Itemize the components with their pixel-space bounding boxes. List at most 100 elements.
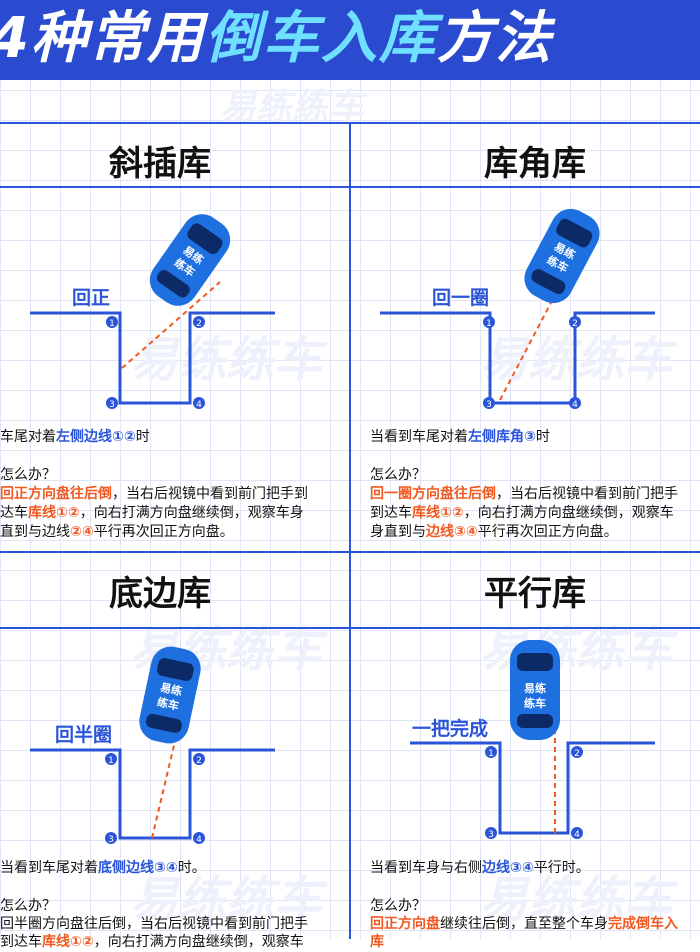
marker-number: 4 bbox=[196, 835, 202, 845]
car-label: 易练 bbox=[159, 680, 183, 698]
car-icon: 易练 练车 bbox=[510, 640, 560, 740]
row-divider bbox=[0, 551, 700, 553]
steering-label: 回一圈 bbox=[432, 287, 490, 309]
marker-number: 2 bbox=[572, 319, 578, 329]
marker-number: 3 bbox=[486, 400, 492, 410]
instruction-step: 到达车库线①②，向右打满方向盘继续倒，观察车 bbox=[0, 933, 304, 952]
highlight-blue: 底侧边线③④ bbox=[98, 860, 178, 876]
marker-number: 1 bbox=[486, 319, 492, 329]
text-run: ，向右打满方向盘继续倒，观察车 bbox=[93, 934, 304, 950]
parking-outline bbox=[30, 748, 275, 840]
instruction-step: 达车库线①②，向右打满方向盘继续倒，观察车身 bbox=[0, 504, 304, 523]
diagram-pingxing: 易练 练车 1 2 3 4 bbox=[410, 640, 655, 840]
highlight-orange: 库线①② bbox=[412, 505, 464, 521]
instruction-step: 回半圈方向盘往后倒，当右后视镜中看到前门把手 bbox=[0, 916, 308, 932]
marker-2 bbox=[193, 753, 205, 765]
text-run: 达车 bbox=[0, 505, 28, 521]
marker-number: 3 bbox=[488, 830, 494, 840]
car-icon: 易练 练车 bbox=[139, 646, 201, 744]
steering-label: 回正 bbox=[72, 287, 111, 309]
marker-number: 2 bbox=[196, 756, 202, 766]
diagram-xiecha: 易练 练车 1 2 3 4 bbox=[30, 214, 275, 410]
section-title-kujiao: 库角库 bbox=[484, 144, 586, 184]
text-run: 当看到车身与右侧 bbox=[370, 860, 482, 876]
instruction-step: 回正方向盘往后倒，当右后视镜中看到前门把手到 bbox=[0, 485, 308, 504]
highlight-orange: 回正方向盘往后倒 bbox=[0, 486, 112, 502]
highlight-orange: 边线③④ bbox=[426, 524, 478, 540]
marker-1 bbox=[483, 316, 495, 328]
highlight-orange: 完成倒车入 bbox=[608, 916, 678, 932]
marker-4 bbox=[193, 832, 205, 844]
text-run: 直到与边线 bbox=[0, 524, 70, 540]
instruction-when: 当看到车尾对着左侧库角③时 bbox=[370, 428, 550, 447]
instruction-step: 回一圈方向盘往后倒，当右后视镜中看到前门把手 bbox=[370, 485, 678, 504]
steering-label: 一把完成 bbox=[412, 718, 489, 740]
highlight-orange: 回正方向盘 bbox=[370, 916, 440, 932]
text-run: 平行再次回正方向盘。 bbox=[477, 524, 618, 540]
marker-1 bbox=[105, 753, 117, 765]
text-run: 时 bbox=[535, 429, 550, 445]
marker-number: 4 bbox=[196, 400, 202, 410]
marker-number: 1 bbox=[488, 749, 494, 759]
marker-3 bbox=[106, 397, 118, 409]
header-banner: 4种常用倒车入库方法 bbox=[0, 0, 700, 80]
row-divider bbox=[0, 627, 700, 629]
diagram-kujiao: 易练 练车 1 2 3 4 bbox=[380, 208, 655, 410]
instruction-question: 怎么办？ bbox=[0, 898, 56, 914]
highlight-orange: 库线①② bbox=[28, 505, 80, 521]
row-divider bbox=[0, 122, 700, 124]
page-title: 4种常用倒车入库方法 bbox=[0, 6, 553, 72]
column-divider bbox=[349, 122, 351, 939]
marker-3 bbox=[485, 827, 497, 839]
section-title-xiecha: 斜插库 bbox=[109, 144, 211, 184]
marker-1 bbox=[106, 316, 118, 328]
text-run: ，向右打满方向盘继续倒，观察车 bbox=[463, 505, 674, 521]
guide-dashed-line bbox=[499, 294, 556, 401]
instruction-step: 回正方向盘继续往后倒，直至整个车身完成倒车入 bbox=[370, 915, 678, 934]
text-run: 车尾对着 bbox=[0, 429, 56, 445]
car-label: 练车 bbox=[156, 695, 180, 713]
steering-label: 回半圈 bbox=[55, 724, 113, 746]
highlight-orange: 库 bbox=[370, 934, 384, 950]
text-run: 当看到车尾对着 bbox=[0, 860, 98, 876]
highlight-blue: 边线③④ bbox=[482, 860, 534, 876]
instruction-step: 直到与边线②④平行再次回正方向盘。 bbox=[0, 523, 234, 542]
instruction-question: 怎么办？ bbox=[0, 467, 56, 483]
car-icon: 易练 练车 bbox=[149, 214, 231, 306]
watermark: 易练练车 bbox=[130, 872, 323, 928]
text-run: 平行再次回正方向盘。 bbox=[93, 524, 234, 540]
instruction-step: 库 bbox=[370, 933, 384, 952]
text-run: 到达车 bbox=[0, 934, 42, 950]
text-run: 时 bbox=[135, 429, 150, 445]
highlight-orange: 回一圈方向盘往后倒 bbox=[370, 486, 496, 502]
marker-number: 3 bbox=[109, 400, 115, 410]
instruction-when: 车尾对着左侧边线①②时 bbox=[0, 428, 150, 447]
watermark: 易练练车 bbox=[220, 87, 365, 128]
car-label: 易练 bbox=[524, 681, 546, 695]
text-run: ，当右后视镜中看到前门把手 bbox=[496, 486, 678, 502]
title-highlight: 倒车入库 bbox=[204, 6, 437, 71]
instruction-step: 到达车库线①②，向右打满方向盘继续倒，观察车 bbox=[370, 504, 674, 523]
marker-2 bbox=[193, 316, 205, 328]
marker-number: 2 bbox=[574, 749, 580, 759]
row-divider bbox=[0, 186, 700, 188]
marker-number: 1 bbox=[108, 756, 114, 766]
car-label: 练车 bbox=[524, 696, 546, 710]
guide-dashed-line bbox=[121, 281, 221, 369]
text-run: ，向右打满方向盘继续倒，观察车身 bbox=[79, 505, 304, 521]
text-run: 到达车 bbox=[370, 505, 412, 521]
car-icon: 易练 练车 bbox=[524, 208, 600, 304]
instruction-question: 怎么办？ bbox=[370, 898, 426, 914]
diagram-dibian: 易练 练车 1 2 3 4 bbox=[30, 646, 275, 845]
instruction-question: 怎么办？ bbox=[370, 467, 426, 483]
text-run: 平行时。 bbox=[533, 860, 590, 876]
instruction-when: 当看到车尾对着底侧边线③④时。 bbox=[0, 859, 206, 878]
watermark: 易练练车 bbox=[130, 332, 323, 388]
marker-4 bbox=[569, 397, 581, 409]
marker-1 bbox=[485, 746, 497, 758]
watermark: 易练练车 bbox=[480, 872, 673, 928]
instruction-when: 当看到车身与右侧边线③④平行时。 bbox=[370, 859, 590, 878]
highlight-blue: 左侧边线①② bbox=[56, 429, 136, 445]
text-run: 当看到车尾对着 bbox=[370, 429, 468, 445]
parking-outline bbox=[410, 741, 655, 835]
